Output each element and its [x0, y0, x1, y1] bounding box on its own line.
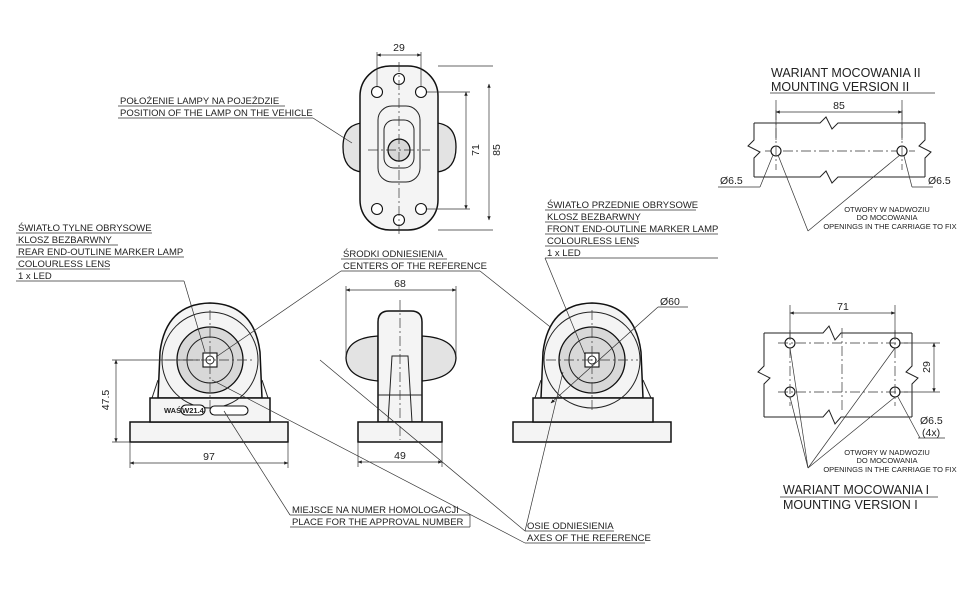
front-lamp-line3: FRONT END-OUTLINE MARKER LAMP [547, 224, 718, 235]
front-view-lens-dim: Ø60 [660, 296, 680, 308]
mounting-v1-drawing [757, 305, 945, 498]
front-lamp-line1: ŚWIATŁO PRZEDNIE OBRYSOWE [547, 199, 698, 211]
approval-place-en: PLACE FOR THE APPROVAL NUMBER [292, 517, 464, 528]
mounting-v2-title-pl: WARIANT MOCOWANIA II [771, 66, 921, 80]
mounting-v2-hole-right: Ø6.5 [928, 175, 951, 187]
mounting-v1-vertical-dim: 29 [921, 361, 933, 373]
rear-lamp-line1: ŚWIATŁO TYLNE OBRYSOWE [18, 222, 152, 234]
mounting-v1-spacing-dim: 71 [837, 301, 849, 313]
approval-place-pl: MIEJSCE NA NUMER HOMOLOGACJI [292, 505, 459, 516]
lamp-position-leader [118, 105, 353, 144]
mounting-v1-title-en: MOUNTING VERSION I [783, 498, 918, 512]
mounting-v2-spacing-dim: 85 [833, 100, 845, 112]
mounting-v2-drawing [718, 92, 935, 232]
mounting-v1-hole-count: (4x) [922, 427, 940, 439]
rear-view [112, 302, 289, 468]
reference-centers-pl: ŚRODKI ODNIESIENIA [343, 248, 444, 260]
top-view-outer-height-dim: 85 [491, 144, 503, 156]
mounting-v2-note3: OPENINGS IN THE CARRIAGE TO FIX [823, 222, 956, 231]
mounting-v1-note1: OTWORY W NADWOZIU [844, 448, 930, 457]
top-view-width-dim: 29 [393, 42, 405, 54]
mounting-v1-note3: OPENINGS IN THE CARRIAGE TO FIX [823, 465, 956, 474]
reference-axes-en: AXES OF THE REFERENCE [527, 533, 651, 544]
rear-lamp-line3: REAR END-OUTLINE MARKER LAMP [18, 247, 183, 258]
mounting-v2-note2: DO MOCOWANIA [857, 213, 918, 222]
top-view-inner-height-dim: 71 [470, 144, 482, 156]
rear-view-approval-box: W21.4 [182, 406, 205, 415]
front-view [512, 302, 688, 443]
front-lamp-line5: 1 x LED [547, 248, 581, 259]
mounting-v2-hole-left: Ø6.5 [720, 175, 743, 187]
lamp-position-label-en: POSITION OF THE LAMP ON THE VEHICLE [120, 108, 313, 119]
side-view-top-dim: 68 [394, 278, 406, 290]
top-view [342, 52, 493, 235]
rear-view-maker-mark: WAŚ [164, 406, 181, 415]
rear-view-height-dim: 47.5 [100, 390, 112, 411]
mounting-v2-title-en: MOUNTING VERSION II [771, 80, 909, 94]
rear-view-base-dim: 97 [203, 451, 215, 463]
front-lamp-line4: COLOURLESS LENS [547, 236, 639, 247]
front-lamp-leader [544, 209, 718, 356]
front-lamp-line2: KLOSZ BEZBARWNY [547, 212, 641, 223]
rear-lamp-line4: COLOURLESS LENS [18, 259, 110, 270]
rear-lamp-line2: KLOSZ BEZBARWNY [18, 235, 112, 246]
side-view [345, 286, 457, 467]
reference-centers-en: CENTERS OF THE REFERENCE [343, 261, 487, 272]
mounting-v1-title-pl: WARIANT MOCOWANIA I [783, 483, 929, 497]
mounting-v1-note2: DO MOCOWANIA [857, 456, 918, 465]
mounting-v1-hole-dim: Ø6.5 [920, 415, 943, 427]
reference-axes-pl: OSIE ODNIESIENIA [527, 521, 614, 532]
reference-axes-leader [211, 359, 645, 544]
lamp-position-label-pl: POŁOŻENIE LAMPY NA POJEŹDZIE [120, 96, 279, 107]
mounting-v2-note1: OTWORY W NADWOZIU [844, 205, 930, 214]
rear-lamp-leader [16, 232, 206, 353]
rear-lamp-line5: 1 x LED [18, 271, 52, 282]
approval-place-leader [223, 410, 471, 528]
side-view-base-dim: 49 [394, 450, 406, 462]
